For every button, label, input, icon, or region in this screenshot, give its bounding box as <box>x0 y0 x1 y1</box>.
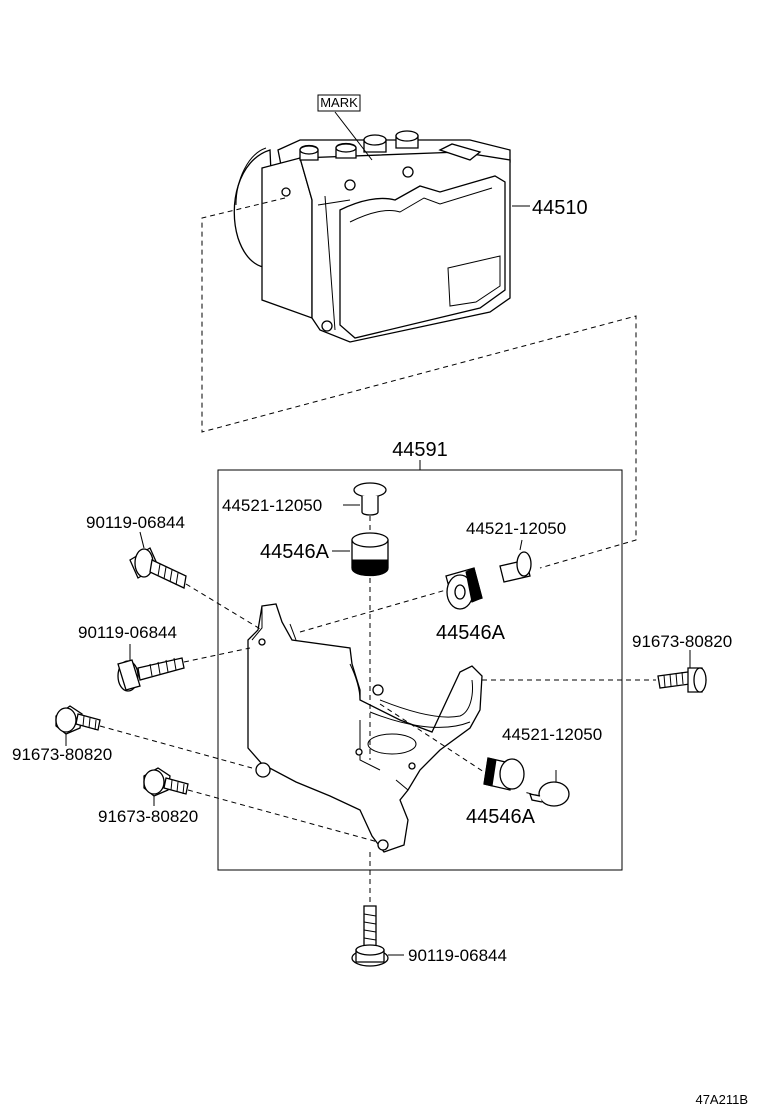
port-4 <box>395 130 419 149</box>
cushion-collar-lower[interactable] <box>529 770 570 807</box>
screw-right[interactable] <box>657 667 707 693</box>
label-bolt-1: 90119-06844 <box>86 513 185 532</box>
grommet-right[interactable] <box>445 567 483 610</box>
port-1 <box>299 144 319 161</box>
mark-box <box>317 94 361 112</box>
port-3 <box>363 134 387 153</box>
label-44510: 44510 <box>532 197 588 219</box>
grommet-top[interactable] <box>351 532 389 577</box>
label-bolt-3: 90119-06844 <box>408 946 507 965</box>
label-screw-3: 91673-80820 <box>98 807 198 826</box>
label-screw-2: 91673-80820 <box>12 745 112 764</box>
label-screw-1: 91673-80820 <box>632 632 732 651</box>
bolt-bottom[interactable] <box>351 905 389 967</box>
screw-left-lower[interactable] <box>143 767 189 797</box>
label-44591: 44591 <box>392 439 448 461</box>
label-collar-1: 44521-12050 <box>222 496 322 515</box>
abs-actuator[interactable] <box>233 111 511 343</box>
label-grommet-3: 44546A <box>466 806 536 828</box>
diagram-id: 47A211B <box>695 1092 748 1107</box>
label-collar-2: 44521-12050 <box>466 519 566 538</box>
label-bolt-2: 90119-06844 <box>78 623 177 642</box>
bracket[interactable] <box>247 603 483 853</box>
label-grommet-1: 44546A <box>260 541 330 563</box>
cushion-collar-right[interactable] <box>499 539 532 583</box>
grommet-lower[interactable] <box>483 757 525 791</box>
bolt-middle-left[interactable] <box>117 657 185 692</box>
label-grommet-2: 44546A <box>436 622 506 644</box>
screw-left-upper[interactable] <box>55 705 101 735</box>
bolt-upper-left[interactable] <box>129 547 187 589</box>
mark-label: MARK <box>320 95 358 110</box>
cushion-collar-top[interactable] <box>353 482 387 516</box>
label-collar-3: 44521-12050 <box>502 725 602 744</box>
port-2 <box>335 142 357 159</box>
